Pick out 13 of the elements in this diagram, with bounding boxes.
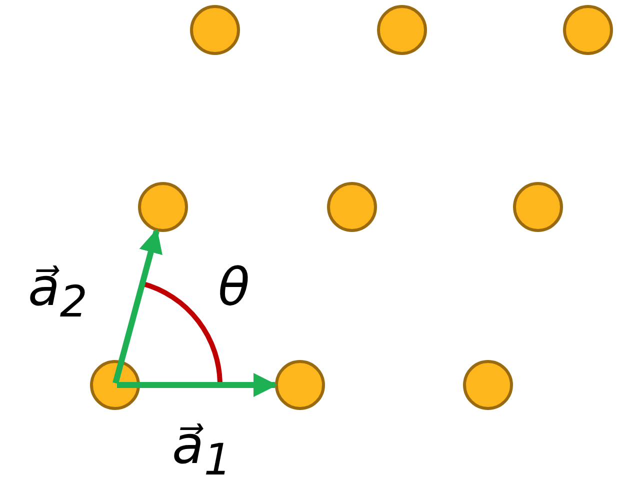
atom-circle bbox=[327, 182, 377, 232]
atom-circle bbox=[190, 5, 240, 55]
atom-circle bbox=[513, 182, 563, 232]
atom-circle bbox=[275, 360, 325, 410]
atom-circle bbox=[377, 5, 427, 55]
atom-circle bbox=[563, 5, 613, 55]
edge-label: a⃗$_{1}$ bbox=[172, 420, 232, 483]
arrow bbox=[117, 373, 278, 397]
arrow bbox=[112, 228, 162, 384]
edge-label: a⃗$_{2}$ bbox=[28, 262, 88, 325]
atom-circle bbox=[463, 360, 513, 410]
atom-circle bbox=[138, 182, 188, 232]
angle-label: θ bbox=[218, 262, 250, 314]
